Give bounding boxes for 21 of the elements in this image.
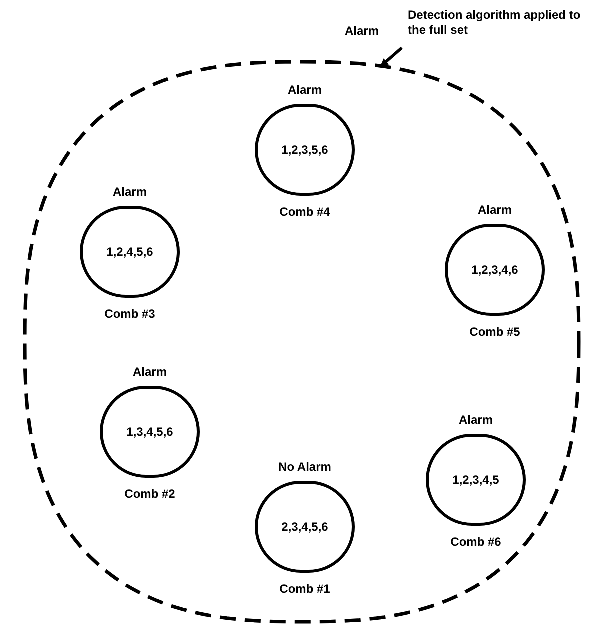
status-label: Alarm [288, 84, 322, 96]
status-label: No Alarm [278, 461, 332, 473]
combination-label: Comb #4 [280, 206, 330, 218]
status-label: Alarm [112, 186, 147, 198]
pointer-arrow [380, 46, 403, 68]
status-label: Alarm [478, 204, 512, 216]
status-label: Alarm [345, 25, 380, 37]
combination-label: Comb #1 [280, 583, 330, 595]
sensor-list: 1,2,3,5,6 [282, 144, 328, 156]
annotation-text: Detection algorithm applied to the full set [408, 8, 598, 38]
sensor-list: 1,2,4,5,6 [106, 246, 154, 258]
sensor-list: 1,2,3,4,6 [472, 264, 518, 276]
sensor-list: 1,2,3,4,5 [452, 474, 500, 486]
status-label: Alarm [132, 366, 167, 378]
combination-label: Comb #5 [470, 326, 520, 338]
sensor-list: 1,3,4,5,6 [126, 426, 174, 438]
combination-label: Comb #6 [450, 536, 502, 548]
status-label: Alarm [458, 414, 493, 426]
combination-label: Comb #2 [124, 488, 176, 500]
sensor-list: 2,3,4,5,6 [282, 521, 328, 533]
combination-label: Comb #3 [104, 308, 156, 320]
